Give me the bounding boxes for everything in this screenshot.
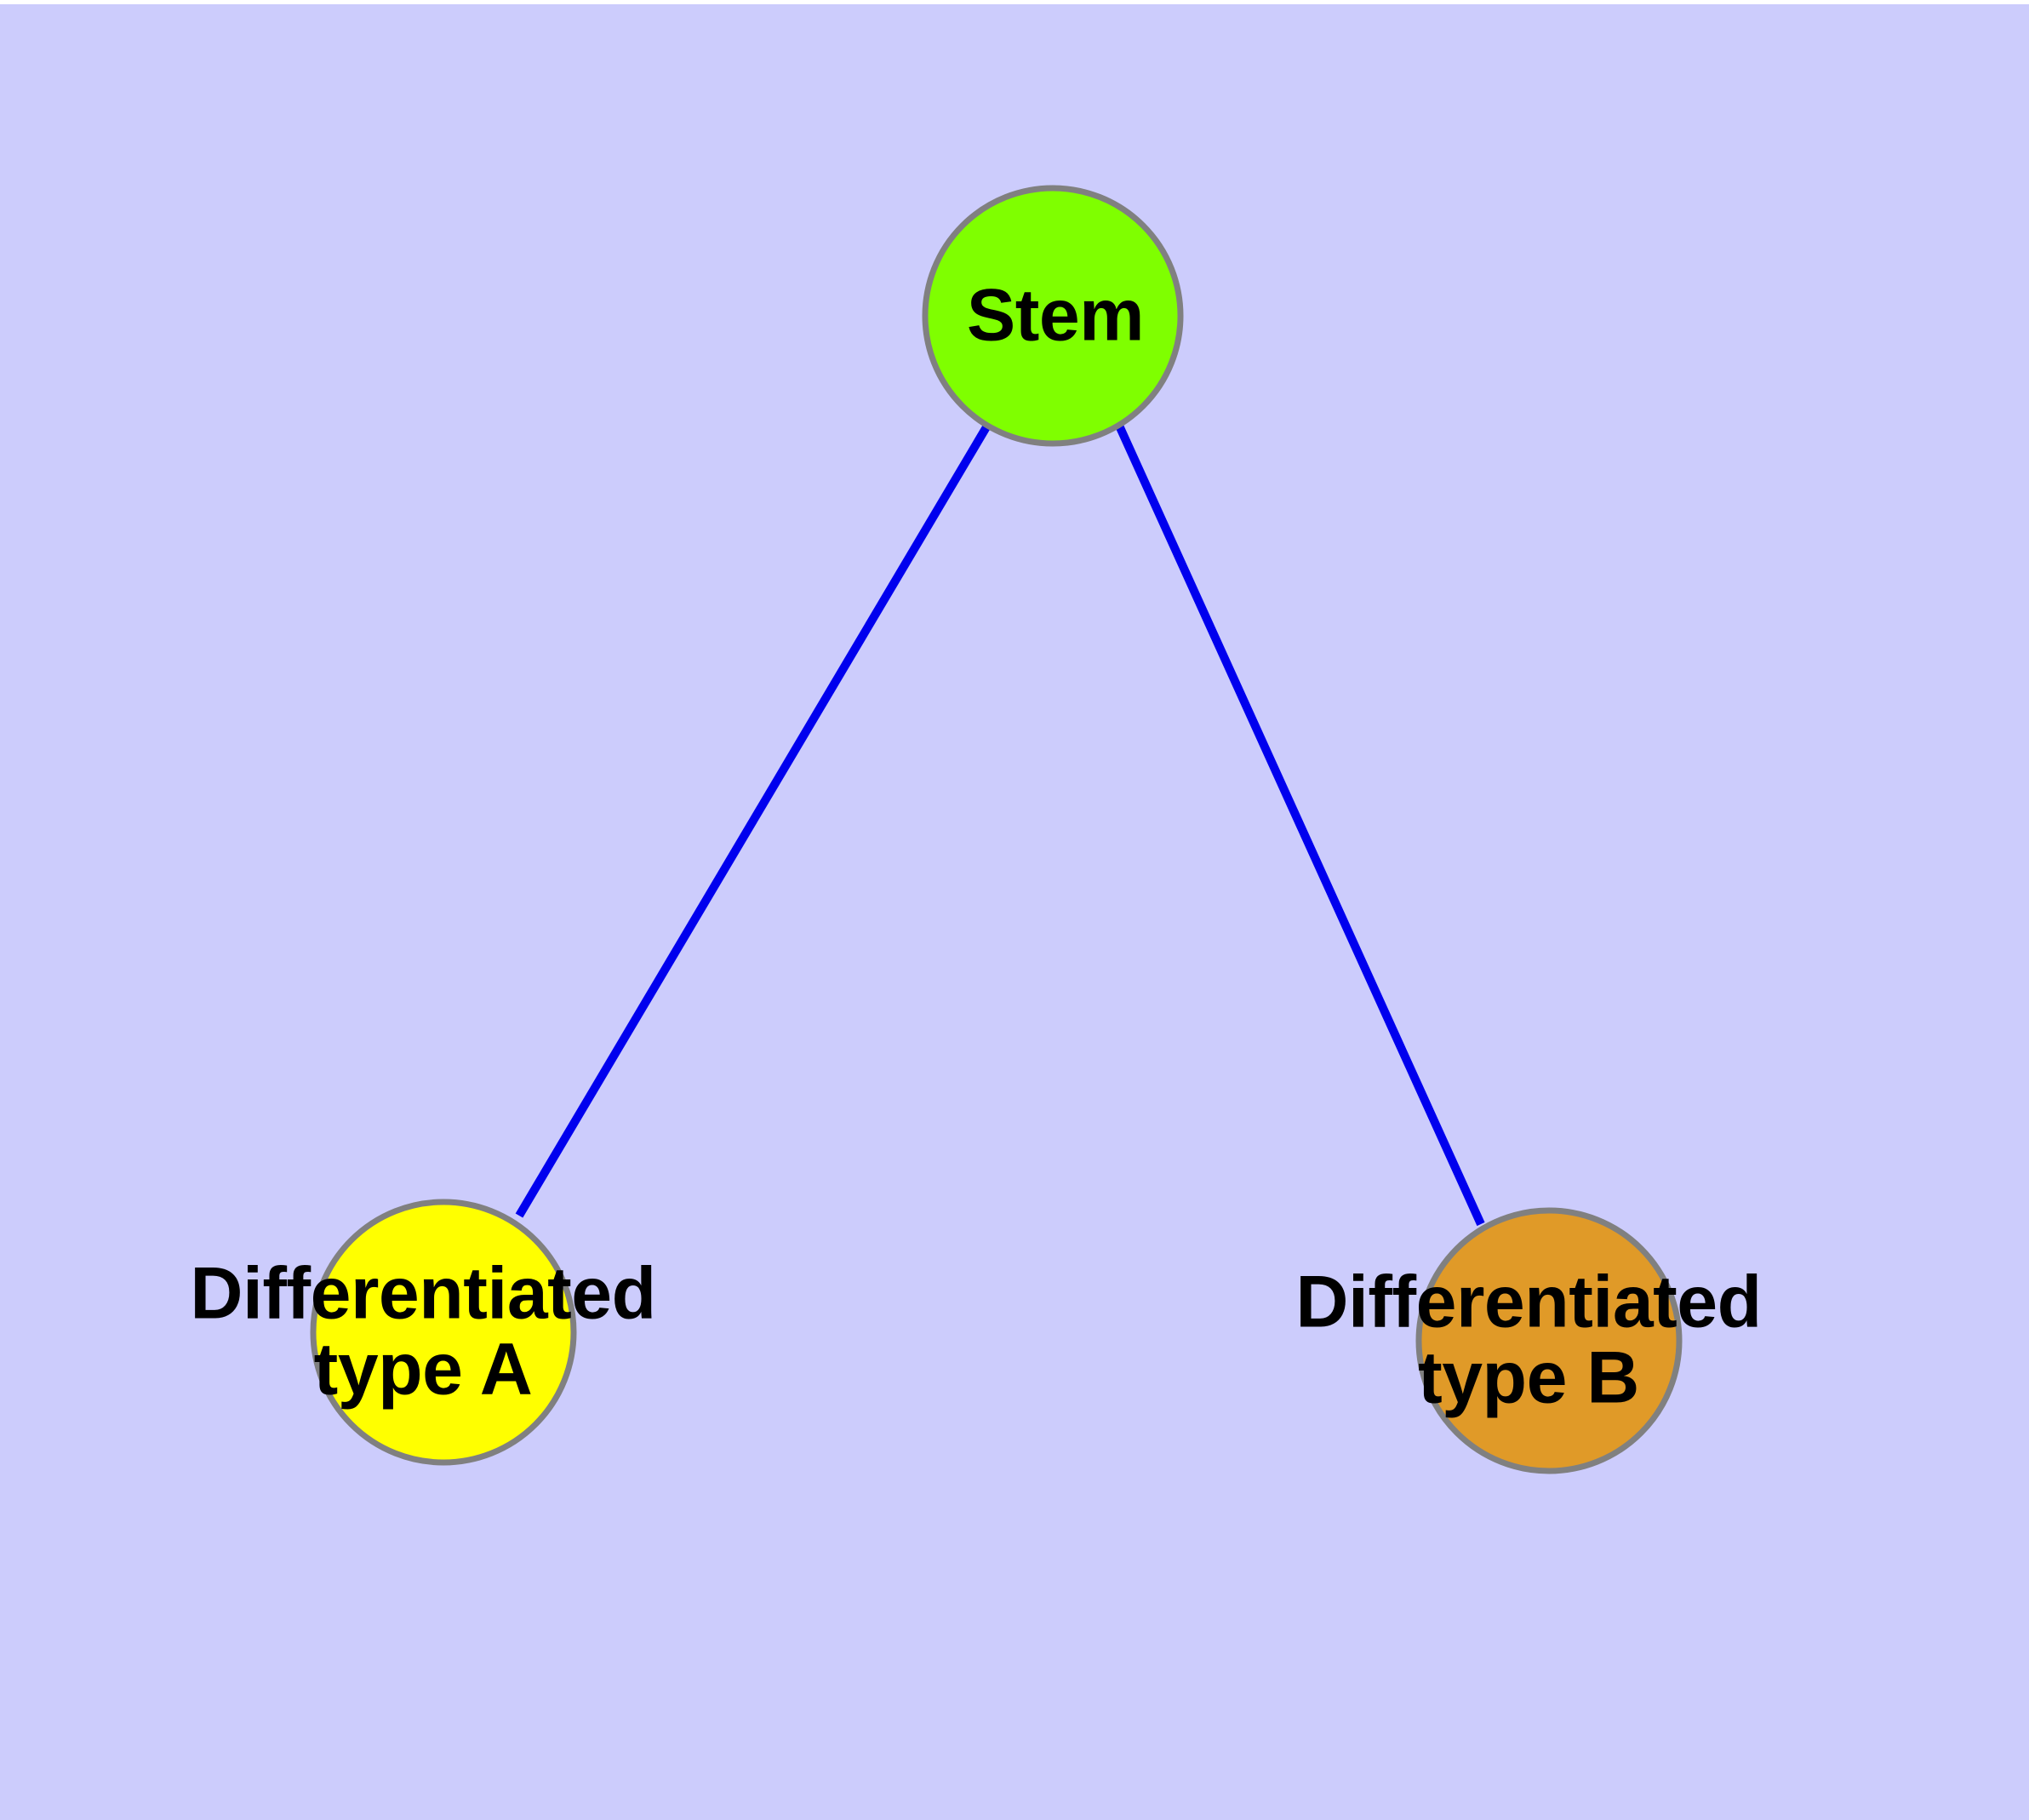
node-differentiated-type-a[interactable]: [310, 1199, 577, 1466]
node-differentiated-type-b[interactable]: [1415, 1207, 1683, 1474]
edge-stem-to-diff-b: [1115, 423, 1485, 1227]
edge-stem-to-diff-a: [515, 423, 992, 1218]
edge-layer: [515, 423, 1485, 1227]
node-stem[interactable]: [922, 185, 1184, 447]
node-layer: [310, 185, 1683, 1474]
